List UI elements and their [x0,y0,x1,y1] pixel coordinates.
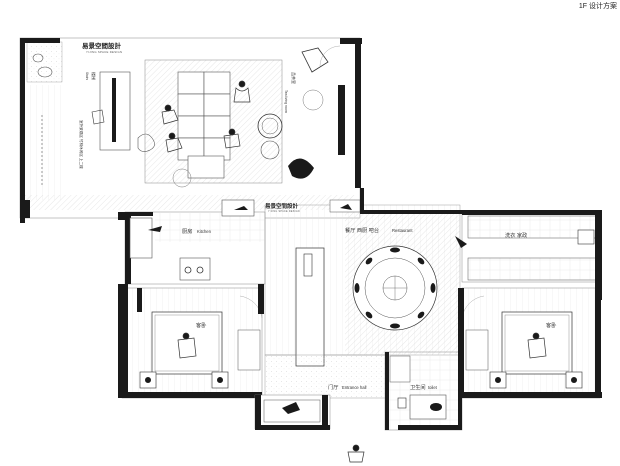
page-header-label: 1F 设计方案 [579,1,617,10]
faucet-icon [148,226,162,232]
bed-left [151,311,223,375]
person-icon [527,332,547,359]
tea-table-grid [177,71,231,179]
lamp-icon [495,377,501,383]
person-icon [347,444,365,463]
dining-chairs [354,247,436,329]
bath-block: 卫生间 toilet [384,351,463,431]
bedroom-left-name: 客卧 [196,321,206,329]
brand-logo: 易景空間設計 [82,41,122,50]
lounge-chair-icon [288,158,314,179]
kitchen-en: Kitchen [197,229,212,234]
lamp-icon [217,377,223,383]
person-icon [161,104,179,125]
bed-right [501,311,573,375]
corridor-label: 室外景观区 竹林休闲区 上二楼 [79,120,84,169]
laundry-name: 洗衣 家政 [505,231,528,239]
brand-tagline: YIJING SPACE DESIGN [86,50,122,54]
outer-walls [118,188,602,398]
sink-icon [430,403,442,411]
lamp-icon [571,377,577,383]
bath-name: 卫生间 [410,383,426,391]
dining-block: 餐厅 西厨 吧台 Restaurant [264,199,461,367]
bedroom-left-block: 客卧 [121,284,263,399]
person-icon [165,132,183,153]
tea-room-en: Tea living room [284,90,288,113]
entrance-en: Entrance hall [342,385,367,390]
entrance-block: 门厅 Entrance hall [254,354,388,463]
bath-en: toilet [428,385,438,390]
lamp-icon [145,377,151,383]
round-chair-icon [257,113,283,139]
person-icon [177,332,197,359]
stair-label-en: Stairs [85,72,89,81]
dining-name: 餐厅 西厨 吧台 [345,226,379,234]
stair-label: 楼梯 [91,72,97,80]
toilet-icon [397,397,407,409]
laundry-block: 洗衣 家政 [455,211,602,300]
lounge-chair-icon [301,47,329,73]
entrance-name: 门厅 [328,383,338,391]
dining-en: Restaurant [392,228,413,233]
bedroom-right-block: 客卧 [458,284,602,399]
cooktop-burner-icon [184,266,192,274]
tea-room-block: 品茶室 Tea living room 楼梯 Stairs 室外景观区 竹林休闲… [19,37,362,223]
tea-room-name: 品茶室 [291,72,297,84]
cooktop-burner-icon [196,266,204,274]
bedroom-right-name: 客卧 [546,321,556,329]
person-icon [223,128,241,149]
person-icon [233,80,251,103]
stair-hatch [25,85,65,200]
kitchen-name: 厨房 [182,227,192,235]
